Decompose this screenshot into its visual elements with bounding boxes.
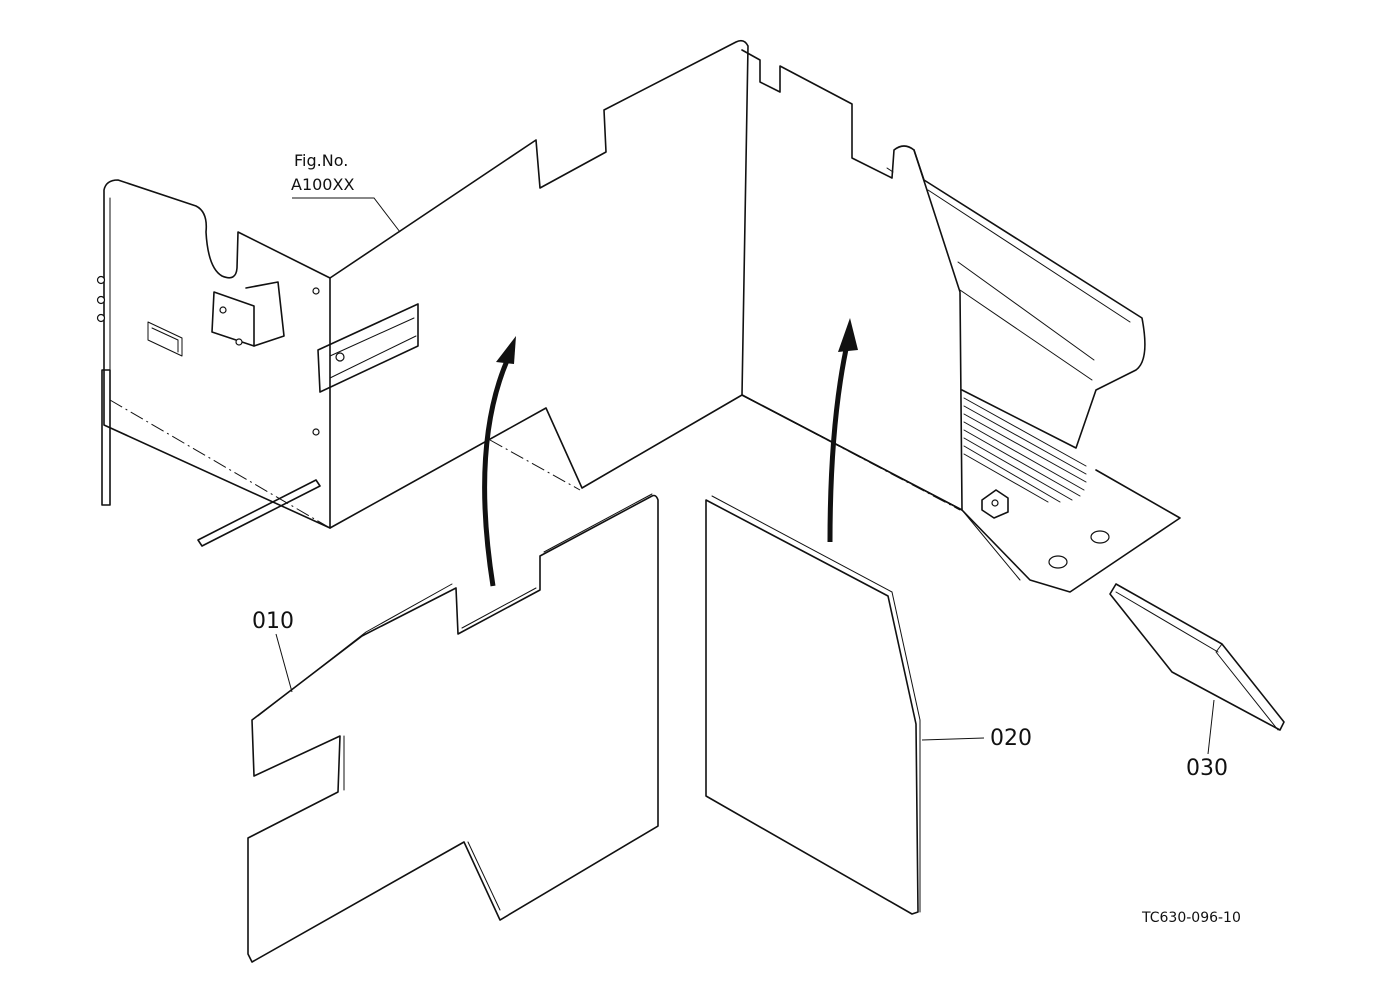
leader-030 xyxy=(1207,699,1215,755)
side-panel-left xyxy=(329,39,749,529)
rod-bundle xyxy=(963,397,1087,503)
left-end-plate xyxy=(103,179,331,529)
trough xyxy=(913,149,1146,449)
assembly-arrow-left xyxy=(482,336,516,587)
base-plate xyxy=(741,394,1181,593)
leader-010 xyxy=(275,633,293,693)
callout-030: 030 xyxy=(1186,756,1228,781)
callout-010: 010 xyxy=(252,609,294,634)
side-panel-right xyxy=(741,49,963,511)
fig-ref-line1: Fig.No. xyxy=(294,151,348,170)
part-020-panel xyxy=(705,495,921,915)
part-010-panel xyxy=(247,493,659,963)
leader-fig-ref xyxy=(292,197,401,233)
callout-020: 020 xyxy=(990,726,1032,751)
drawing-number: TC630-096-10 xyxy=(1141,910,1241,926)
part-030-plate xyxy=(1109,583,1285,731)
assembly-arrow-right xyxy=(827,318,858,543)
fig-ref-line2: A100XX xyxy=(291,175,354,194)
leader-020 xyxy=(921,737,985,741)
frame-assembly xyxy=(96,39,1181,593)
